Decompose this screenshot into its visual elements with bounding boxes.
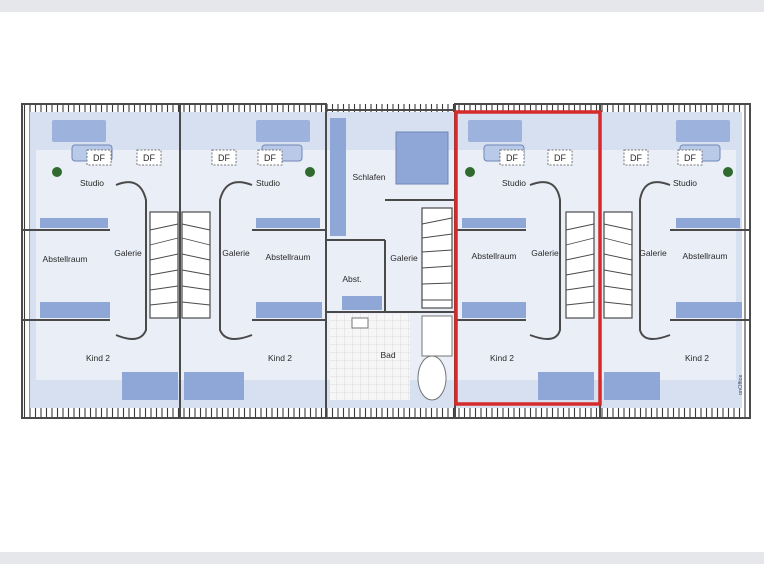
shower-icon: [421, 315, 453, 357]
room-label-abstellraum: Abstellraum: [683, 251, 728, 261]
window-icon: [604, 372, 660, 400]
room-label-galerie: Galerie: [639, 248, 667, 258]
room-label-studio: Studio: [256, 178, 280, 188]
bed-icon: [256, 302, 322, 318]
shelf-icon: [256, 218, 320, 228]
shelf-icon: [462, 218, 526, 228]
skylight-label: DF: [506, 153, 518, 163]
staircase: [603, 211, 633, 319]
bed-icon: [462, 302, 526, 318]
staircase: [421, 207, 453, 309]
plant-icon: [723, 167, 733, 177]
staircase: [149, 211, 179, 319]
room-label-studio: Studio: [80, 178, 104, 188]
window-icon: [184, 372, 244, 400]
room-label-abst: Abst.: [342, 274, 361, 284]
bottom-band: [0, 552, 764, 564]
room-label-galerie: Galerie: [390, 253, 418, 263]
room-label-schlafen: Schlafen: [352, 172, 385, 182]
skylight-label: DF: [630, 153, 642, 163]
plant-icon: [465, 167, 475, 177]
top-band: [0, 0, 764, 12]
sofa-icon: [676, 120, 730, 142]
unit-3: Studio DF DF Abstellraum Galerie Kind 2: [454, 103, 601, 419]
room-label-kind2: Kind 2: [685, 353, 709, 363]
skylight-icon: [499, 149, 525, 166]
skylight-label: DF: [264, 153, 276, 163]
unit-2: Studio DF DF Abstellraum Galerie Kind 2: [179, 103, 327, 419]
room-label-abstellraum: Abstellraum: [266, 252, 311, 262]
wardrobe-icon: [330, 118, 346, 236]
room-label-galerie: Galerie: [531, 248, 559, 258]
skylight-label: DF: [684, 153, 696, 163]
room-label-abstellraum: Abstellraum: [43, 254, 88, 264]
highlighted-unit-outline: [454, 110, 602, 406]
bathtub-icon: [417, 355, 447, 401]
shelf-icon: [40, 218, 108, 228]
shelf-icon: [342, 296, 382, 310]
room-label-abstellraum: Abstellraum: [472, 251, 517, 261]
double-bed-icon: [395, 131, 449, 185]
plant-icon: [52, 167, 62, 177]
skylight-icon: [86, 149, 112, 166]
unit-middle: Schlafen Galerie Abst. Bad: [325, 109, 456, 419]
skylight-label: DF: [218, 153, 230, 163]
staircase: [565, 211, 595, 319]
unit-4: Studio DF DF Abstellraum Galerie Kind 2: [599, 103, 751, 419]
sofa-icon: [52, 120, 106, 142]
bathroom-tiles: [330, 314, 410, 400]
staircase: [181, 211, 211, 319]
room-label-kind2: Kind 2: [490, 353, 514, 363]
room-label-galerie: Galerie: [222, 248, 250, 258]
sofa-icon: [256, 120, 310, 142]
bed-icon: [676, 302, 742, 318]
skylight-label: DF: [93, 153, 105, 163]
skylight-label: DF: [554, 153, 566, 163]
bed-icon: [40, 302, 110, 318]
skylight-icon: [547, 149, 573, 166]
room-label-kind2: Kind 2: [86, 353, 110, 363]
shelf-icon: [676, 218, 740, 228]
skylight-icon: [257, 149, 283, 166]
skylight-label: DF: [143, 153, 155, 163]
sink-icon: [351, 317, 369, 329]
skylight-icon: [623, 149, 649, 166]
room-label-galerie: Galerie: [114, 248, 142, 258]
skylight-icon: [211, 149, 237, 166]
room-label-kind2: Kind 2: [268, 353, 292, 363]
skylight-icon: [677, 149, 703, 166]
skylight-icon: [136, 149, 162, 166]
window-icon: [538, 372, 594, 400]
sofa-icon: [468, 120, 522, 142]
window-icon: [122, 372, 178, 400]
room-label-studio: Studio: [502, 178, 526, 188]
brand-watermark: onOffice: [738, 375, 744, 395]
unit-1: Studio DF DF Abstellraum Galerie Kind 2: [21, 103, 181, 419]
room-label-studio: Studio: [673, 178, 697, 188]
plant-icon: [305, 167, 315, 177]
room-label-bad: Bad: [380, 350, 395, 360]
